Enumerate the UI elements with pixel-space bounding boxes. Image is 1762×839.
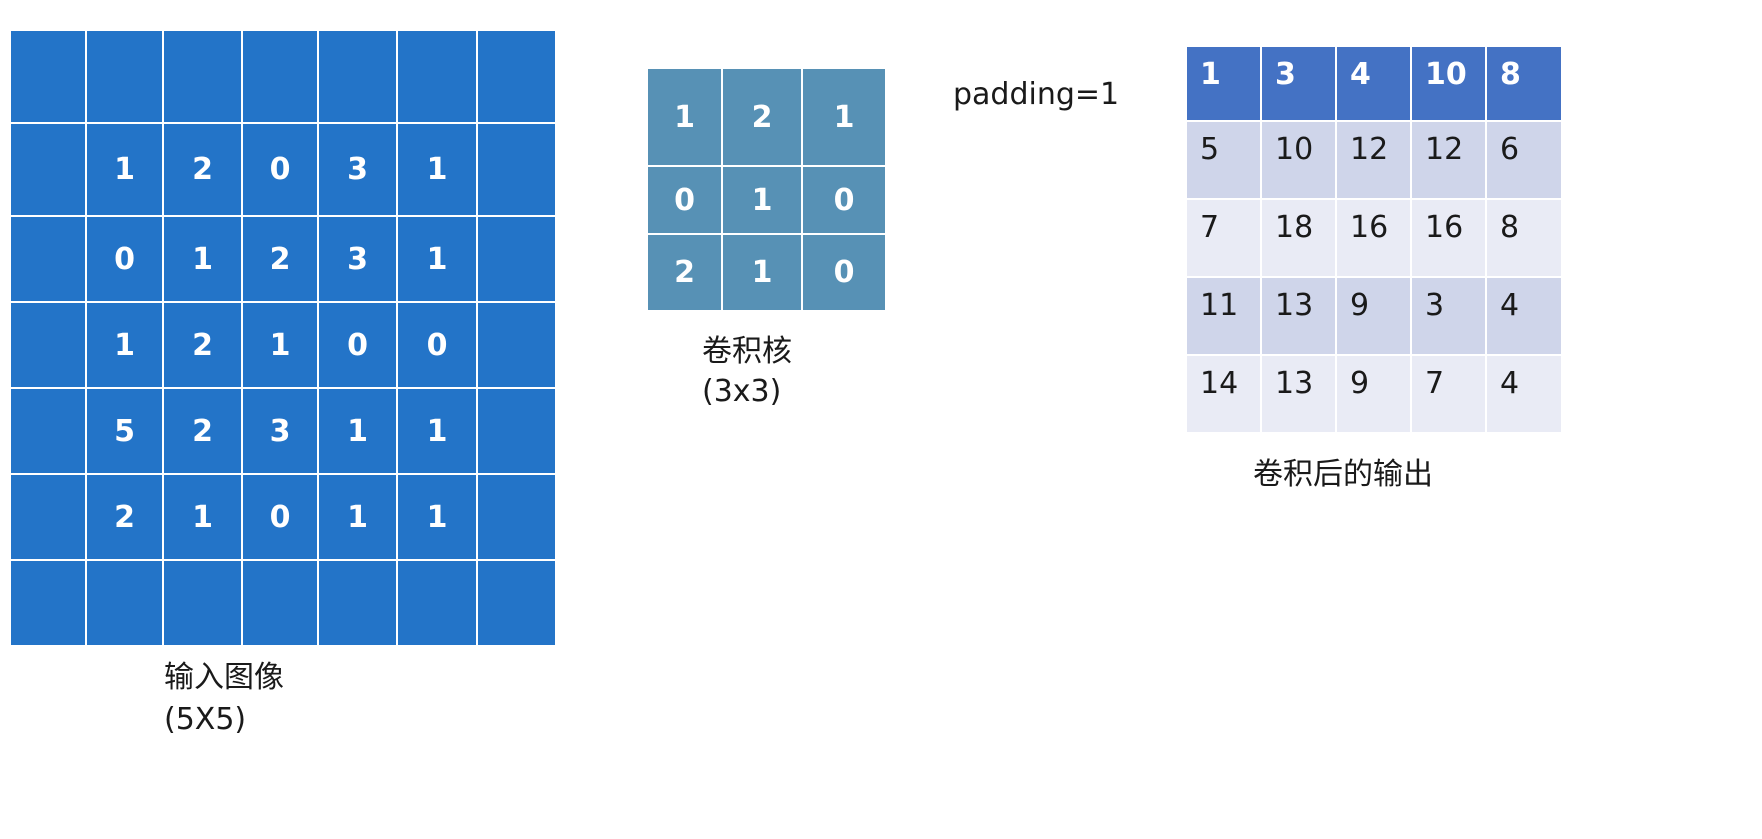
kernel-cell-r0-c0: 1 bbox=[648, 69, 721, 165]
input-cell-r0-c4 bbox=[319, 31, 396, 122]
input-cell-r6-c5 bbox=[398, 561, 476, 645]
input-cell-r0-c5 bbox=[398, 31, 476, 122]
input-cell-r6-c1 bbox=[87, 561, 162, 645]
output-cell-r4-c3: 7 bbox=[1412, 356, 1485, 432]
output-cell-r1-c1: 10 bbox=[1262, 122, 1335, 198]
input-cell-r1-c2: 2 bbox=[164, 124, 241, 215]
input-cell-r6-c2 bbox=[164, 561, 241, 645]
output-cell-r3-c3: 3 bbox=[1412, 278, 1485, 354]
input-cell-r1-c6 bbox=[478, 124, 555, 215]
input-cell-r0-c1 bbox=[87, 31, 162, 122]
input-cell-r6-c6 bbox=[478, 561, 555, 645]
kernel-cell-r2-c1: 1 bbox=[723, 235, 801, 310]
output-cell-r2-c4: 8 bbox=[1487, 200, 1561, 276]
output-cell-r3-c2: 9 bbox=[1337, 278, 1410, 354]
input-cell-r2-c3: 2 bbox=[243, 217, 317, 301]
kernel-cell-r0-c1: 2 bbox=[723, 69, 801, 165]
output-cell-r0-c1: 3 bbox=[1262, 47, 1335, 120]
input-cell-r4-c5: 1 bbox=[398, 389, 476, 473]
input-cell-r4-c2: 2 bbox=[164, 389, 241, 473]
output-cell-r0-c4: 8 bbox=[1487, 47, 1561, 120]
output-cell-r2-c3: 16 bbox=[1412, 200, 1485, 276]
input-cell-r3-c4: 0 bbox=[319, 303, 396, 387]
output-cell-r4-c0: 14 bbox=[1187, 356, 1260, 432]
output-label: 卷积后的输出 bbox=[1253, 457, 1433, 492]
output-cell-r1-c4: 6 bbox=[1487, 122, 1561, 198]
input-cell-r5-c5: 1 bbox=[398, 475, 476, 559]
output-cell-r4-c1: 13 bbox=[1262, 356, 1335, 432]
input-cell-r0-c2 bbox=[164, 31, 241, 122]
input-cell-r3-c5: 0 bbox=[398, 303, 476, 387]
input-cell-r5-c3: 0 bbox=[243, 475, 317, 559]
input-cell-r2-c6 bbox=[478, 217, 555, 301]
padding-label: padding=1 bbox=[953, 77, 1120, 112]
input-cell-r4-c1: 5 bbox=[87, 389, 162, 473]
output-cell-r3-c1: 13 bbox=[1262, 278, 1335, 354]
input-cell-r5-c6 bbox=[478, 475, 555, 559]
input-cell-r1-c4: 3 bbox=[319, 124, 396, 215]
kernel-cell-r2-c0: 2 bbox=[648, 235, 721, 310]
output-cell-r2-c1: 18 bbox=[1262, 200, 1335, 276]
input-cell-r2-c1: 0 bbox=[87, 217, 162, 301]
input-cell-r1-c3: 0 bbox=[243, 124, 317, 215]
input-cell-r3-c3: 1 bbox=[243, 303, 317, 387]
input-cell-r1-c5: 1 bbox=[398, 124, 476, 215]
input-cell-r4-c4: 1 bbox=[319, 389, 396, 473]
input-cell-r2-c4: 3 bbox=[319, 217, 396, 301]
input-cell-r2-c0 bbox=[11, 217, 85, 301]
input-cell-r3-c2: 2 bbox=[164, 303, 241, 387]
input-cell-r6-c3 bbox=[243, 561, 317, 645]
input-image-label: 输入图像 bbox=[164, 660, 284, 695]
output-cell-r4-c4: 4 bbox=[1487, 356, 1561, 432]
output-cell-r3-c0: 11 bbox=[1187, 278, 1260, 354]
input-image-size-label: (5X5) bbox=[164, 702, 247, 737]
input-cell-r1-c0 bbox=[11, 124, 85, 215]
kernel-cell-r1-c1: 1 bbox=[723, 167, 801, 233]
input-cell-r0-c0 bbox=[11, 31, 85, 122]
kernel-size-label: (3x3) bbox=[702, 374, 782, 409]
kernel-cell-r2-c2: 0 bbox=[803, 235, 885, 310]
input-cell-r2-c5: 1 bbox=[398, 217, 476, 301]
input-cell-r0-c6 bbox=[478, 31, 555, 122]
input-cell-r4-c3: 3 bbox=[243, 389, 317, 473]
input-cell-r6-c4 bbox=[319, 561, 396, 645]
output-cell-r4-c2: 9 bbox=[1337, 356, 1410, 432]
input-cell-r4-c6 bbox=[478, 389, 555, 473]
input-cell-r6-c0 bbox=[11, 561, 85, 645]
output-cell-r1-c0: 5 bbox=[1187, 122, 1260, 198]
kernel-cell-r1-c0: 0 bbox=[648, 167, 721, 233]
output-cell-r2-c2: 16 bbox=[1337, 200, 1410, 276]
output-cell-r0-c0: 1 bbox=[1187, 47, 1260, 120]
input-cell-r5-c1: 2 bbox=[87, 475, 162, 559]
output-cell-r2-c0: 7 bbox=[1187, 200, 1260, 276]
input-cell-r3-c6 bbox=[478, 303, 555, 387]
input-cell-r5-c4: 1 bbox=[319, 475, 396, 559]
output-cell-r0-c3: 10 bbox=[1412, 47, 1485, 120]
output-cell-r1-c2: 12 bbox=[1337, 122, 1410, 198]
kernel-cell-r0-c2: 1 bbox=[803, 69, 885, 165]
kernel-label: 卷积核 bbox=[702, 334, 792, 369]
kernel-cell-r1-c2: 0 bbox=[803, 167, 885, 233]
input-cell-r3-c1: 1 bbox=[87, 303, 162, 387]
output-cell-r3-c4: 4 bbox=[1487, 278, 1561, 354]
input-cell-r0-c3 bbox=[243, 31, 317, 122]
input-cell-r3-c0 bbox=[11, 303, 85, 387]
input-cell-r5-c2: 1 bbox=[164, 475, 241, 559]
output-cell-r0-c2: 4 bbox=[1337, 47, 1410, 120]
input-cell-r2-c2: 1 bbox=[164, 217, 241, 301]
output-cell-r1-c3: 12 bbox=[1412, 122, 1485, 198]
input-cell-r1-c1: 1 bbox=[87, 124, 162, 215]
input-cell-r4-c0 bbox=[11, 389, 85, 473]
input-cell-r5-c0 bbox=[11, 475, 85, 559]
